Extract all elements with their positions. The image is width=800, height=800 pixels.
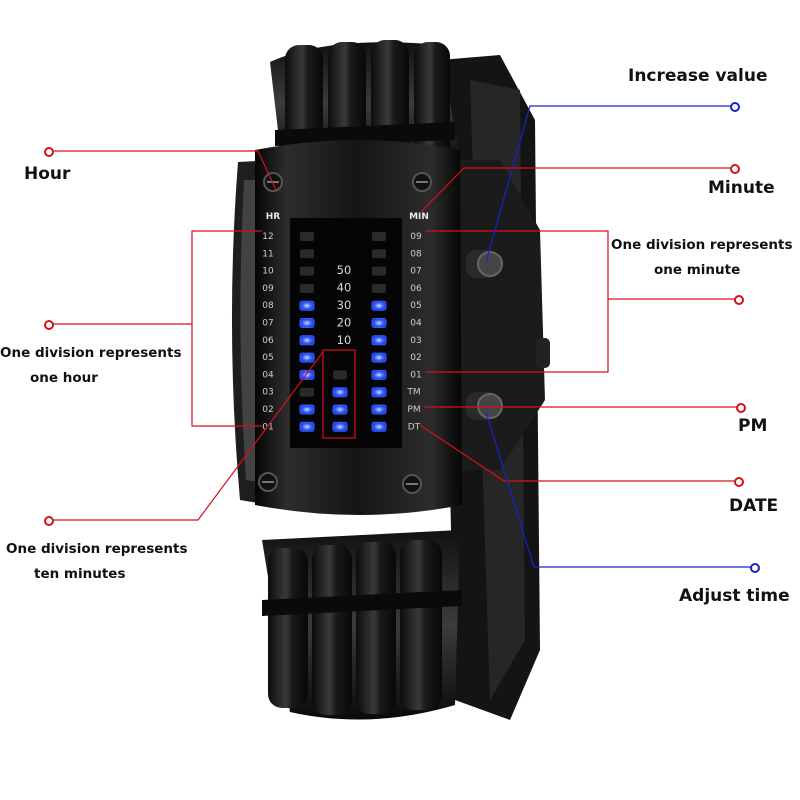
hour-led <box>299 352 315 363</box>
hour-led <box>299 335 315 346</box>
hour-led <box>300 266 314 276</box>
pm-indicator-label: PM <box>407 405 420 415</box>
minute-led <box>371 387 387 398</box>
hour-led <box>300 249 314 259</box>
one-hour-label-line2: one hour <box>30 370 98 386</box>
one-hour-dot <box>44 320 54 330</box>
date-label: DATE <box>729 496 779 516</box>
minute-led <box>371 421 387 432</box>
hour-scale-number: 09 <box>262 284 274 294</box>
tens-scale-number: 20 <box>337 316 352 330</box>
increase-value-dot <box>730 102 740 112</box>
tens-led <box>332 421 348 432</box>
hour-scale-number: 04 <box>262 370 274 380</box>
hour-label: Hour <box>24 164 71 184</box>
minute-led <box>371 369 387 380</box>
hour-led <box>300 387 314 397</box>
lower-bracelet <box>262 530 462 720</box>
adjust-time-callout-line <box>485 411 754 568</box>
minute-dot <box>730 164 740 174</box>
ten-minutes-callout-line <box>48 351 324 521</box>
pm-label: PM <box>738 416 768 436</box>
hour-led <box>300 283 314 293</box>
minute-led <box>372 283 386 293</box>
one-minute-dot <box>734 295 744 305</box>
adjust-time-button[interactable] <box>466 392 503 420</box>
tens-led <box>333 370 347 380</box>
date-dot <box>734 477 744 487</box>
minute-led <box>372 249 386 259</box>
one-minute-label-line2: one minute <box>654 262 741 278</box>
tens-scale-number: 10 <box>337 333 352 347</box>
minute-label: Minute <box>708 178 775 198</box>
hour-led <box>299 421 315 432</box>
hour-marker: HR <box>266 212 281 222</box>
one-minute-bracket <box>425 230 609 373</box>
pm-dot <box>736 403 746 413</box>
minute-led <box>372 266 386 276</box>
minute-scale-number: 02 <box>410 353 421 363</box>
minute-scale-number: 04 <box>410 319 422 329</box>
date-callout-line <box>419 424 738 482</box>
case-screws <box>258 172 432 494</box>
hour-dot <box>44 147 54 157</box>
hour-scale-number: 07 <box>262 319 273 329</box>
ten-minutes-label-line1: One division represents <box>6 541 188 557</box>
tens-scale-number: 50 <box>337 263 352 277</box>
dt-label: DT <box>408 422 421 432</box>
minute-led <box>372 232 386 241</box>
minute-scale-number: 01 <box>410 370 421 380</box>
minute-scale-number: 05 <box>410 301 421 311</box>
one-hour-label-line1: One division represents <box>0 345 182 361</box>
minute-callout-line <box>419 167 734 214</box>
hour-scale-number: 03 <box>262 388 273 398</box>
minute-led <box>371 352 387 363</box>
tens-led <box>332 404 348 415</box>
side-button <box>536 338 550 368</box>
tens-scale-number: 30 <box>337 298 352 312</box>
tens-scale-number: 40 <box>337 281 352 295</box>
hour-scale-number: 06 <box>262 336 274 346</box>
upper-bracelet <box>270 40 460 165</box>
hour-scale-number: 05 <box>262 353 273 363</box>
minute-led <box>371 300 387 311</box>
minute-led <box>371 404 387 415</box>
increase-value-callout-line <box>485 105 734 263</box>
hour-led <box>299 300 315 311</box>
callout-lines <box>48 105 754 568</box>
ten-minutes-dot <box>44 516 54 526</box>
hour-led <box>300 232 314 241</box>
hour-led <box>299 369 315 380</box>
increase-value-button[interactable] <box>466 250 503 278</box>
adjust-time-dot <box>750 563 760 573</box>
hour-scale-number: 12 <box>262 232 273 242</box>
ten-minutes-label-line2: ten minutes <box>34 566 126 582</box>
hour-scale-number: 01 <box>262 422 273 432</box>
minute-scale-number: 03 <box>410 336 421 346</box>
hour-scale-number: 02 <box>262 405 273 415</box>
minute-scale-number: 09 <box>410 232 422 242</box>
tm-label: TM <box>406 388 420 398</box>
hour-callout-line <box>48 150 277 191</box>
adjust-time-label: Adjust time <box>679 586 790 606</box>
hour-scale-number: 11 <box>262 249 273 259</box>
hour-led <box>299 318 315 328</box>
tens-led <box>332 387 348 398</box>
hour-led <box>299 404 315 415</box>
minute-scale-number: 08 <box>410 249 422 259</box>
minute-led <box>371 318 387 328</box>
minute-marker: MIN <box>409 212 429 222</box>
increase-value-label: Increase value <box>628 66 768 86</box>
ten-minutes-bracket <box>322 349 356 439</box>
one-hour-bracket <box>191 230 262 427</box>
minute-scale-number: 07 <box>410 267 421 277</box>
minute-led <box>371 335 387 346</box>
hour-scale-number: 10 <box>262 267 274 277</box>
minute-scale-number: 06 <box>410 284 422 294</box>
hour-scale-number: 08 <box>262 301 274 311</box>
one-minute-label-line1: One division represents <box>611 237 793 253</box>
